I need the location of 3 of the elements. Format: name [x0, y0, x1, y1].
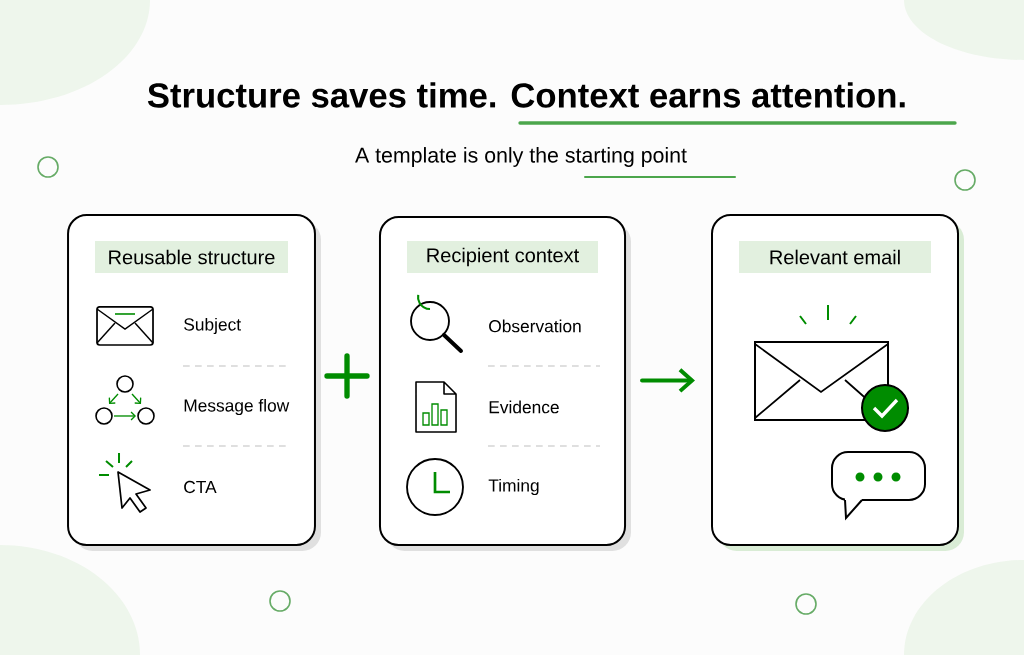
subtitle: A template is only the starting point	[355, 147, 687, 167]
arrow	[640, 368, 695, 393]
title: Structure saves time. Context earns attention.	[147, 82, 905, 108]
